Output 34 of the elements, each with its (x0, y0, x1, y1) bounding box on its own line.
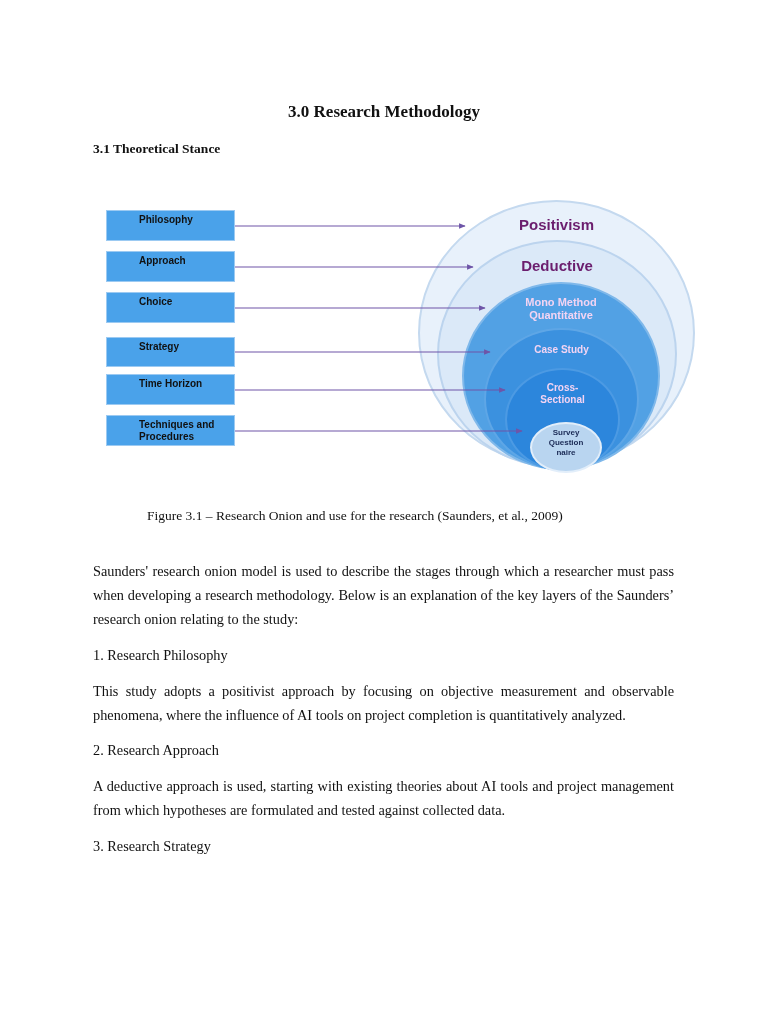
section-heading: 3.1 Theoretical Stance (93, 140, 221, 158)
layer-box (106, 337, 235, 367)
arrow (234, 223, 466, 229)
ring-label: Case Study (533, 344, 590, 356)
box-label: Choice (139, 296, 173, 308)
paragraph: This study adopts a positivist approach by focusing on objective measurement and observable phenomena, where the influence of AI tools on project completion is quantitatively analyzed. (93, 682, 674, 725)
ring-label: Mono Method Quantitative (524, 296, 598, 322)
box-label: Time Horizon (139, 378, 203, 390)
layer-box (106, 374, 235, 405)
numbered-heading: 1. Research Philosophy (93, 646, 228, 665)
arrow (234, 349, 491, 355)
layer-box (106, 210, 235, 241)
ring-label: Deductive (520, 257, 594, 274)
figure-caption: Figure 3.1 – Research Onion and use for the research (Saunders, et al., 2009) (147, 507, 563, 525)
arrow (234, 387, 506, 393)
layer-box (106, 415, 235, 446)
box-label: Philosophy (139, 214, 193, 226)
numbered-heading: 2. Research Approach (93, 741, 219, 760)
center-circle (530, 422, 602, 473)
box-label: Approach (139, 255, 186, 267)
layer-box (106, 292, 235, 323)
paragraph: Saunders' research onion model is used to describe the stages through which a researcher must pass when developing a research methodology. Below is an explanation of the key layers of the Saunders’ research onion relating to the study: (93, 562, 674, 629)
box-label: Strategy (139, 341, 179, 353)
paragraph: A deductive approach is used, starting with existing theories about AI tools and project management from which hypotheses are formulated and tested against collected data. (93, 777, 674, 820)
page-title: 3.0 Research Methodology (287, 102, 481, 122)
arrow (234, 305, 486, 311)
arrow (234, 264, 474, 270)
box-label: Techniques and Procedures (139, 419, 216, 443)
ring-label: Cross- Sectional (539, 382, 586, 406)
ring-label: Positivism (518, 216, 595, 233)
ring-label: Survey Question naire (547, 428, 585, 458)
numbered-heading: 3. Research Strategy (93, 837, 211, 856)
layer-box (106, 251, 235, 282)
arrow (234, 428, 523, 434)
